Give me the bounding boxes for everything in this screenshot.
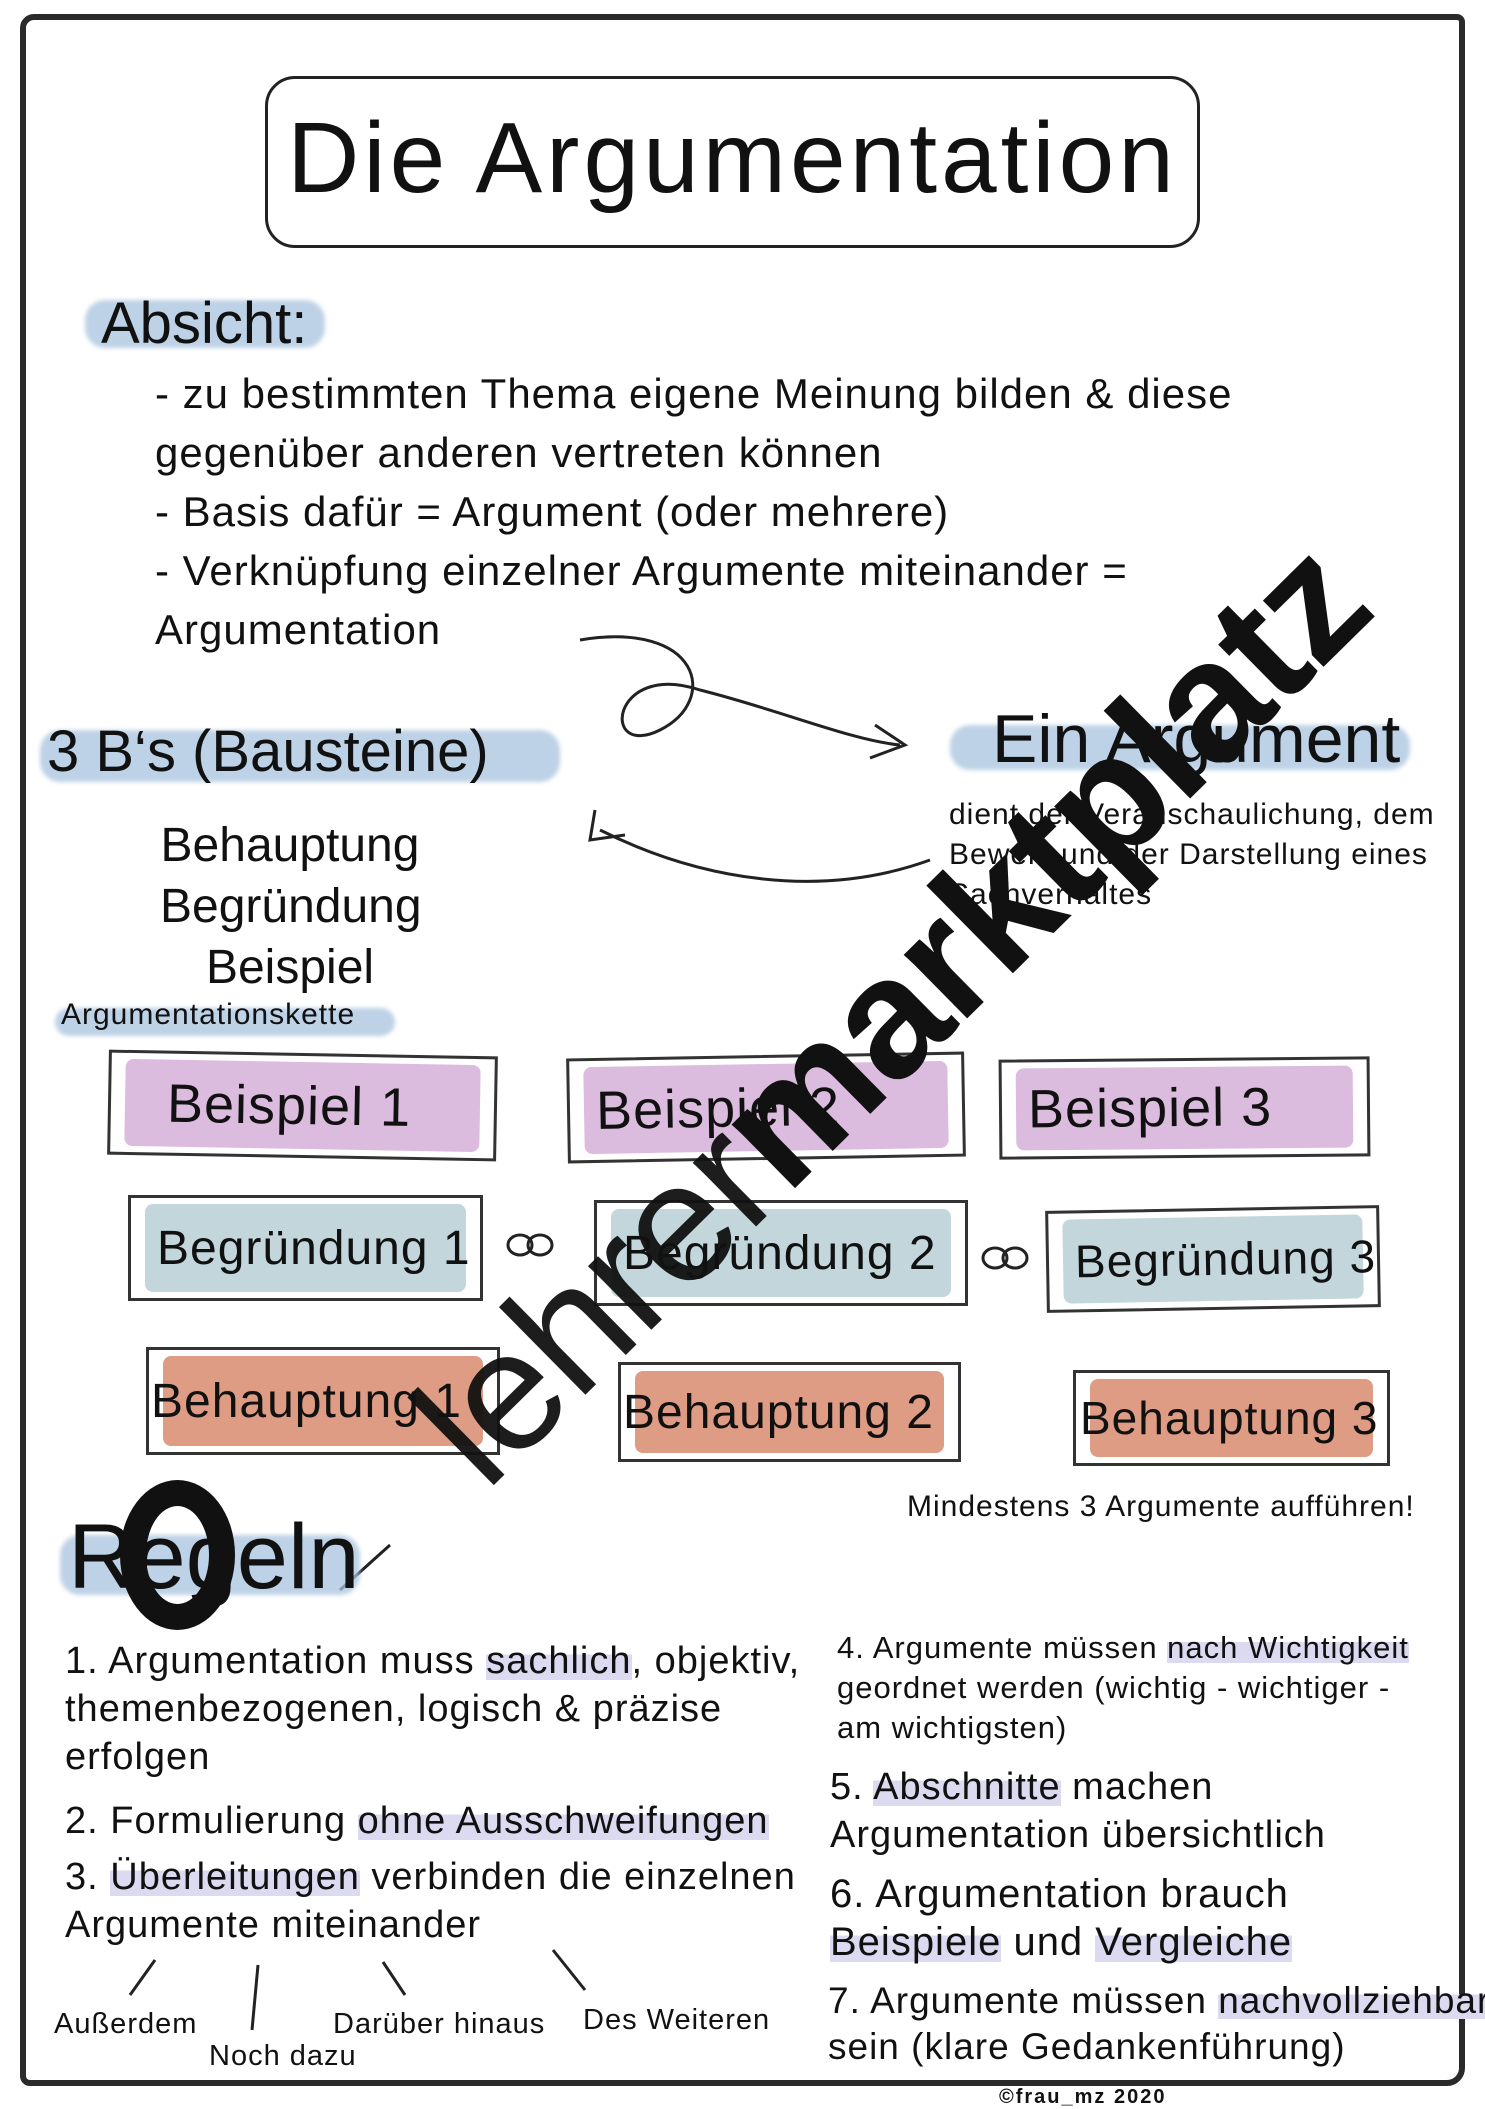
- rule-3: 3. Überleitungen verbinden die einzelnen: [65, 1856, 796, 1898]
- behauptung-box: Behauptung 3: [1073, 1370, 1390, 1466]
- begruendung-box: Begründung 2: [594, 1200, 968, 1306]
- arrow-left-icon: [599, 828, 931, 883]
- connector-word: Noch dazu: [209, 2040, 357, 2072]
- absicht-line: - zu bestimmten Thema eigene Meinung bil…: [155, 370, 1233, 417]
- rule-5-line: Argumentation übersichtlich: [830, 1814, 1326, 1856]
- absicht-heading: Absicht:: [101, 291, 308, 356]
- baustein-item: Beispiel: [205, 941, 375, 994]
- connector-word: Darüber hinaus: [333, 2008, 546, 2040]
- beispiel-box: Beispiel 1: [107, 1049, 498, 1162]
- beispiel-label: Beispiel 1: [166, 1073, 412, 1138]
- rule-1-line: themenbezogenen, logisch & präzise: [65, 1688, 723, 1730]
- behauptung-label: Behauptung 2: [623, 1385, 934, 1439]
- arrowhead-icon: [588, 809, 626, 842]
- behauptung-label: Behauptung 1: [151, 1374, 462, 1428]
- absicht-line: - Basis dafür = Argument (oder mehrere): [155, 488, 950, 535]
- rule-7-line: sein (klare Gedankenführung): [828, 2026, 1346, 2067]
- rule-6-line: Beispiele und Vergleiche: [830, 1920, 1293, 1964]
- behauptung-box: Behauptung 2: [618, 1362, 961, 1462]
- rule-1-line: erfolgen: [65, 1736, 211, 1778]
- argument-line: Sachverhaltes: [949, 878, 1153, 911]
- argument-line: dient der Veranschaulichung, dem: [949, 798, 1435, 831]
- arrow-right-icon: [579, 635, 901, 747]
- rule-6: 6. Argumentation brauch: [830, 1872, 1289, 1916]
- rule-2: 2. Formulierung ohne Ausschweifungen: [65, 1800, 769, 1842]
- kette-note: Mindestens 3 Argumente aufführen!: [907, 1490, 1415, 1523]
- begruendung-label: Begründung 2: [623, 1226, 937, 1280]
- argument-line: Beweis und der Darstellung eines: [949, 838, 1428, 871]
- begruendung-box: Begründung 3: [1045, 1205, 1381, 1313]
- begruendung-label: Begründung 1: [157, 1221, 471, 1275]
- chain-link-icon: [506, 1233, 1029, 1270]
- watermark-logo: [120, 1480, 235, 1630]
- baustein-item: Begründung: [160, 880, 422, 933]
- rule-7: 7. Argumente müssen nachvollziehbar: [828, 1980, 1485, 2022]
- argument-heading: Ein Argument: [992, 701, 1401, 777]
- arrowhead-icon: [869, 723, 909, 760]
- begruendung-box: Begründung 1: [128, 1195, 483, 1301]
- behauptung-label: Behauptung 3: [1080, 1392, 1379, 1444]
- rule-3-line: Argumente miteinander: [65, 1904, 481, 1946]
- connector-lines: [128, 1949, 587, 2031]
- rule-1: 1. Argumentation muss sachlich, objektiv…: [65, 1640, 801, 1682]
- page-border: [20, 14, 1465, 2086]
- absicht-line: gegenüber anderen vertreten können: [155, 429, 883, 476]
- heading-wash: [55, 1008, 395, 1036]
- connector-word: Außerdem: [54, 2008, 198, 2040]
- rule-4: 4. Argumente müssen nach Wichtigkeit: [837, 1630, 1409, 1665]
- copyright: ©frau_mz 2020: [999, 2086, 1167, 2108]
- beispiel-box: Beispiel 3: [998, 1056, 1371, 1160]
- behauptung-box: Behauptung 1: [146, 1347, 500, 1455]
- connector-word: Des Weiteren: [583, 2004, 771, 2036]
- heading-wash: [40, 730, 560, 782]
- baustein-item: Behauptung: [160, 819, 420, 872]
- title-box: Die Argumentation: [265, 76, 1200, 248]
- page-title: Die Argumentation: [287, 102, 1178, 214]
- rule-4-line: am wichtigsten): [837, 1710, 1068, 1745]
- absicht-line: Argumentation: [155, 606, 442, 653]
- beispiel-label: Beispiel 3: [1027, 1077, 1273, 1140]
- absicht-line: - Verknüpfung einzelner Argumente mitein…: [155, 547, 1128, 594]
- bausteine-heading: 3 B‘s (Bausteine): [47, 719, 489, 784]
- heading-wash: [950, 725, 1410, 770]
- rule-4-line: geordnet werden (wichtig - wichtiger -: [837, 1670, 1391, 1705]
- kette-label: Argumentationskette: [61, 998, 356, 1031]
- begruendung-label: Begründung 3: [1074, 1230, 1377, 1288]
- heading-wash: [85, 300, 325, 348]
- rule-5: 5. Abschnitte machen: [830, 1766, 1214, 1808]
